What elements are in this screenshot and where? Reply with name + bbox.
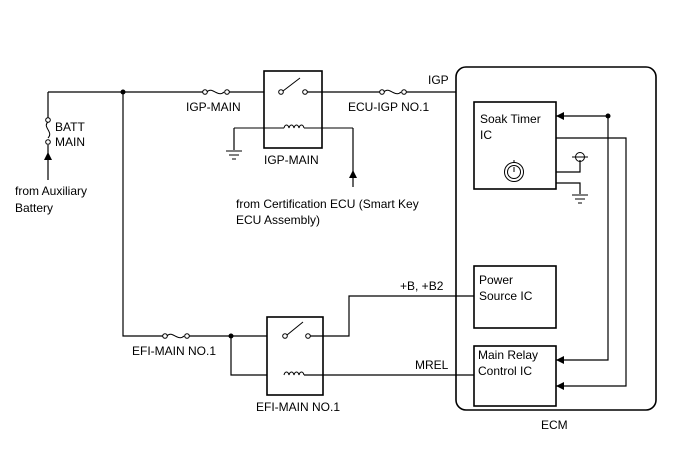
relay-switch-arm xyxy=(286,321,304,336)
soak-timer-label-2: IC xyxy=(480,128,492,142)
igp-to-main-relay-wire xyxy=(556,116,609,361)
igp-main-fuse xyxy=(202,89,230,95)
cert-ecu-label-2: ECU Assembly) xyxy=(236,213,320,227)
b-b2-label: +B, +B2 xyxy=(400,279,444,293)
igp-signal-label: IGP xyxy=(428,73,449,87)
relay-switch-arm xyxy=(282,77,301,92)
power-source-label-2: Source IC xyxy=(479,289,533,303)
efi-main-relay-label: EFI-MAIN NO.1 xyxy=(256,400,340,414)
soak-timer-ground-wire xyxy=(556,182,581,194)
main-relay-ic-label-1: Main Relay xyxy=(478,348,538,362)
soak-timer-power-wire xyxy=(556,160,581,173)
batt-main-label-1: BATT xyxy=(55,120,85,134)
cert-ecu-label-1: from Certification ECU (Smart Key xyxy=(236,197,419,211)
power-source-ic-box xyxy=(473,265,557,329)
mrel-label: MREL xyxy=(415,358,449,372)
relay-contact xyxy=(278,89,284,95)
batt-main-label-2: MAIN xyxy=(55,135,85,149)
from-aux-label-2: Battery xyxy=(15,201,53,215)
igp-relay-coil xyxy=(234,124,353,129)
igp-main-fuse-label: IGP-MAIN xyxy=(186,100,241,114)
aux-arrow-icon xyxy=(44,152,52,160)
soak-output-arrow-icon xyxy=(556,382,564,390)
main-relay-ic-label-2: Control IC xyxy=(478,364,532,378)
power-source-label-1: Power xyxy=(479,273,513,287)
ecu-igp-fuse-label: ECU-IGP NO.1 xyxy=(348,100,429,114)
timer-icon xyxy=(504,160,524,182)
cert-ecu-arrow-icon xyxy=(349,170,357,178)
power-terminal-icon xyxy=(572,152,588,162)
soak-timer-ic-box xyxy=(473,101,557,190)
b-b2-wire xyxy=(310,295,474,337)
main-relay-control-ic-box xyxy=(473,345,557,407)
ecm-label: ECM xyxy=(541,418,568,432)
relay-contact xyxy=(282,333,288,339)
batt-main-fuse xyxy=(45,117,51,145)
efi-main-fuse-label: EFI-MAIN NO.1 xyxy=(132,344,216,358)
efi-relay-coil xyxy=(283,371,305,376)
igp-main-relay-label: IGP-MAIN xyxy=(264,153,319,167)
igp-input-arrow-icon xyxy=(556,112,564,120)
soak-timer-label-1: Soak Timer xyxy=(480,112,541,126)
soak-timer-output-wire xyxy=(556,137,627,387)
efi-main-relay-box xyxy=(266,316,324,396)
ecu-igp-fuse xyxy=(379,89,407,95)
from-aux-label-1: from Auxiliary xyxy=(15,184,87,198)
efi-main-fuse xyxy=(162,333,190,339)
ground-icon xyxy=(572,194,588,204)
ground-icon xyxy=(226,150,242,160)
igp-main-relay-arrow-icon xyxy=(556,356,564,364)
igp-main-relay-box xyxy=(263,70,323,149)
efi-bus-wire xyxy=(122,92,163,337)
